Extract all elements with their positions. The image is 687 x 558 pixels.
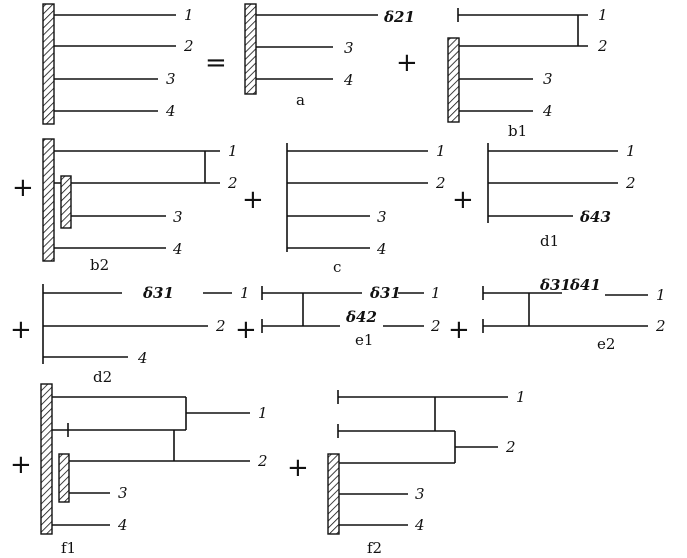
panel-f2: 1 2 3 4 f2	[327, 388, 526, 557]
wall-support	[244, 3, 257, 95]
caption-d1: d1	[540, 232, 559, 250]
line-number-1: 1	[184, 6, 194, 24]
line-number-3: 3	[415, 485, 425, 503]
plus-sign: +	[452, 185, 474, 215]
line-number-2: 2	[505, 438, 516, 456]
line-number-2: 2	[435, 174, 446, 192]
line-number-3: 3	[118, 484, 128, 502]
line-number-1: 1	[516, 388, 526, 406]
panel-c: 1 2 3 4 c	[286, 142, 446, 276]
line-number-2: 2	[257, 452, 268, 470]
delta-41-label: δ41	[569, 276, 601, 294]
line-number-4: 4	[376, 240, 387, 258]
plus-sign: +	[10, 315, 32, 345]
line-number-2: 2	[655, 317, 666, 335]
line-number-2: 2	[625, 174, 636, 192]
panel-b2: 1 2 3 4 b2	[42, 138, 238, 274]
line-number-1: 1	[431, 284, 441, 302]
panel-e1: δ31 1 δ42 2 e1	[261, 284, 441, 349]
plus-sign: +	[10, 450, 32, 480]
caption-e1: e1	[355, 331, 373, 349]
panel-d2: δ31 1 2 4 d2	[42, 284, 250, 386]
plus-sign: +	[235, 315, 257, 345]
line-number-2: 2	[215, 317, 226, 335]
panel-f1: 1 2 3 4 f1	[40, 383, 268, 557]
line-number-2: 2	[430, 317, 441, 335]
plus-sign: +	[396, 48, 418, 78]
panel-b1: 1 2 3 4 b1	[447, 6, 608, 140]
caption-d2: d2	[93, 368, 112, 386]
delta-31-label: δ31	[539, 276, 571, 294]
panel-e2: δ31 δ41 1 2 e2	[482, 276, 666, 353]
plus-sign: +	[12, 173, 34, 203]
line-number-3: 3	[344, 39, 354, 57]
caption-c: c	[333, 258, 341, 276]
line-number-4: 4	[343, 71, 354, 89]
line-number-1: 1	[258, 404, 268, 422]
line-number-1: 1	[626, 142, 636, 160]
line-number-1: 1	[240, 284, 250, 302]
delta-31-label: δ31	[142, 284, 174, 302]
line-number-4: 4	[414, 516, 425, 534]
caption-e2: e2	[597, 335, 615, 353]
wall-support	[42, 138, 55, 262]
line-number-4: 4	[165, 102, 176, 120]
line-number-1: 1	[598, 6, 608, 24]
equals-sign: =	[205, 48, 227, 78]
line-number-1: 1	[436, 142, 446, 160]
plus-sign: +	[287, 453, 309, 483]
caption-f1: f1	[61, 539, 76, 557]
line-number-1: 1	[656, 286, 666, 304]
inner-wall-support	[60, 175, 72, 229]
wall-support	[447, 37, 460, 123]
delta-31-label: δ31	[369, 284, 401, 302]
line-number-2: 2	[227, 174, 238, 192]
delta-42-label: δ42	[345, 308, 377, 326]
plus-sign: +	[242, 185, 264, 215]
inner-wall-support	[58, 453, 70, 503]
line-number-4: 4	[542, 102, 553, 120]
delta-21-label: δ21	[383, 8, 415, 26]
line-number-3: 3	[543, 70, 553, 88]
line-number-4: 4	[172, 240, 183, 258]
caption-f2: f2	[367, 539, 382, 557]
line-number-1: 1	[228, 142, 238, 160]
panel-d1: 1 2 δ43 d1	[487, 142, 636, 250]
caption-a: a	[296, 91, 305, 109]
wall-support	[40, 383, 53, 535]
line-number-2: 2	[597, 37, 608, 55]
line-number-4: 4	[137, 349, 148, 367]
wall-support	[42, 3, 55, 125]
line-number-3: 3	[166, 70, 176, 88]
caption-b1: b1	[508, 122, 527, 140]
line-number-2: 2	[183, 37, 194, 55]
original-structure: 1 2 3 4	[42, 3, 194, 125]
delta-43-label: δ43	[579, 208, 611, 226]
line-number-4: 4	[117, 516, 128, 534]
caption-b2: b2	[90, 256, 109, 274]
panel-a: δ21 3 4 a	[244, 3, 415, 109]
line-number-3: 3	[173, 208, 183, 226]
line-number-3: 3	[377, 208, 387, 226]
wall-support	[327, 453, 340, 535]
plus-sign: +	[448, 315, 470, 345]
